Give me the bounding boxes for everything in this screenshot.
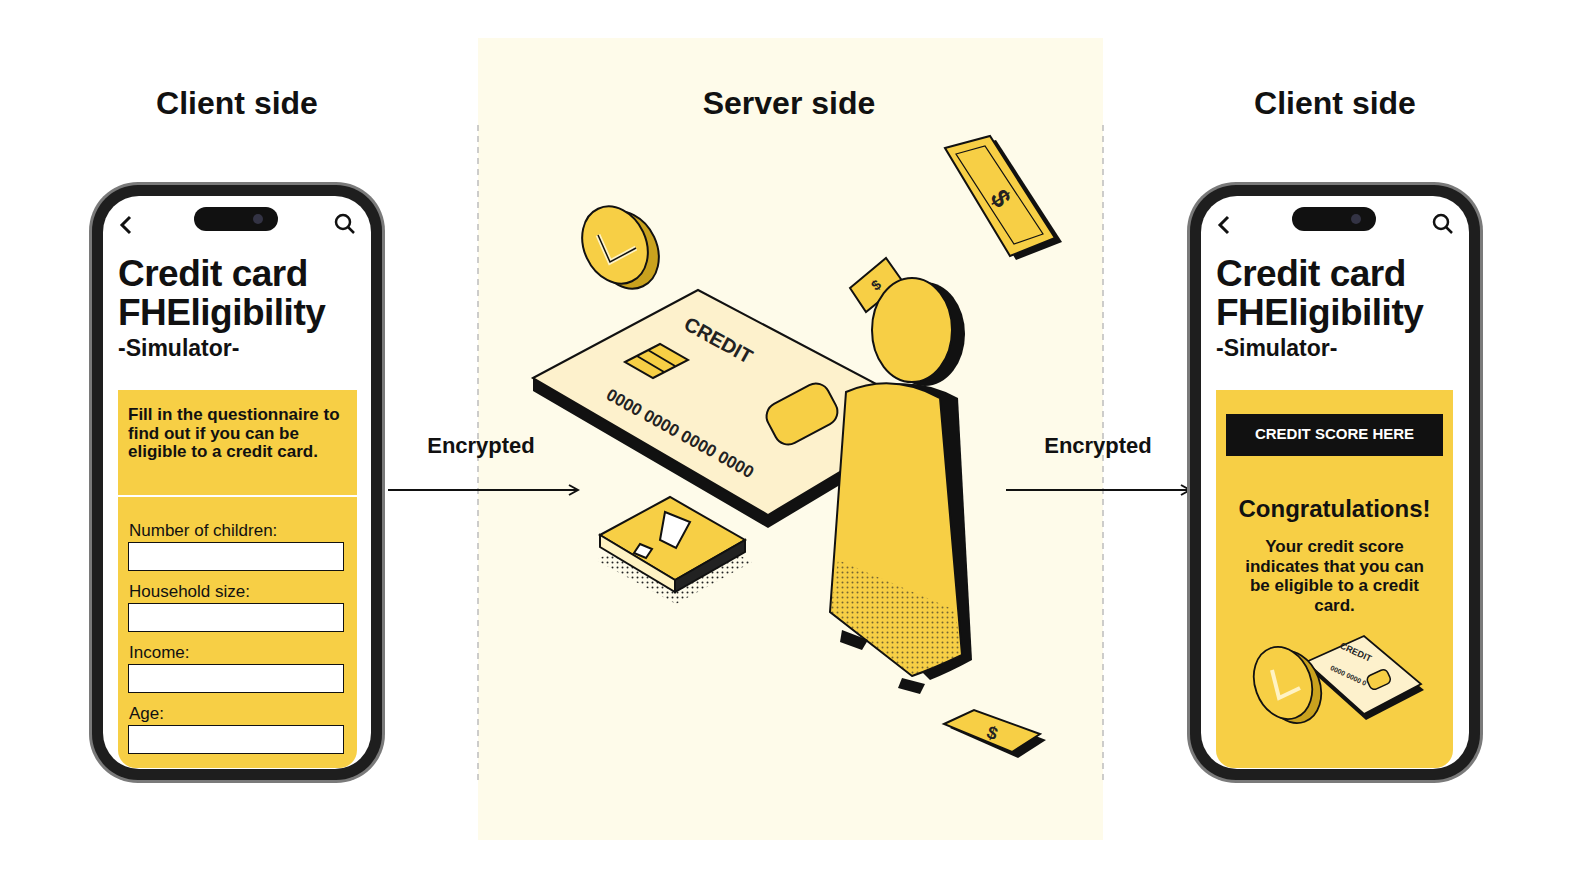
coin-icon [570, 196, 671, 300]
node-text: -Simulator- [1216, 335, 1337, 362]
node-text: Credit card FHEligibility [118, 255, 370, 333]
banknote [944, 710, 1046, 758]
phone-frame: Client sideCredit card FHEligibility-Sim… [1190, 185, 1480, 780]
arrow-connector [1006, 489, 1190, 491]
alert-block [596, 497, 752, 604]
input-field: Age: [128, 725, 344, 754]
node-text: Income: [129, 643, 189, 663]
edge-label: Encrypted [424, 433, 538, 459]
node-text: Server side [578, 85, 1000, 122]
node-text: Your credit score indicates that you can… [1234, 537, 1435, 615]
node-text: Age: [129, 704, 164, 724]
node-text: Client side [52, 85, 422, 122]
input-field: Income: [128, 664, 344, 693]
questionnaire-panel: Fill in the questionnaire to find out if… [118, 390, 357, 768]
node-text: Fill in the questionnaire to find out if… [128, 406, 350, 462]
server-region: Server side [578, 80, 1000, 840]
node-text: Credit card FHEligibility [1216, 255, 1468, 333]
node-text: Number of children: [129, 521, 277, 541]
phone-frame: Client sideCredit card FHEligibility-Sim… [92, 185, 382, 780]
banknote [945, 136, 1062, 260]
separator-line [118, 495, 357, 497]
node-text: Congratulations! [1216, 495, 1453, 523]
edge-label: Encrypted [1041, 433, 1155, 459]
input-field: Household size: [128, 603, 344, 632]
node-text: Household size: [129, 582, 250, 602]
server-band [478, 38, 1103, 840]
node-text: Client side [1150, 85, 1520, 122]
node-text: CREDIT SCORE HERE [1226, 425, 1443, 442]
result-panel: Congratulations! Your credit score indica… [1216, 390, 1453, 768]
arrow-connector [388, 489, 578, 491]
input-field: Number of children: [128, 542, 344, 571]
person-figure [830, 278, 972, 694]
node-text: -Simulator- [118, 335, 239, 362]
score-box: CREDIT SCORE HERE [1226, 414, 1443, 456]
